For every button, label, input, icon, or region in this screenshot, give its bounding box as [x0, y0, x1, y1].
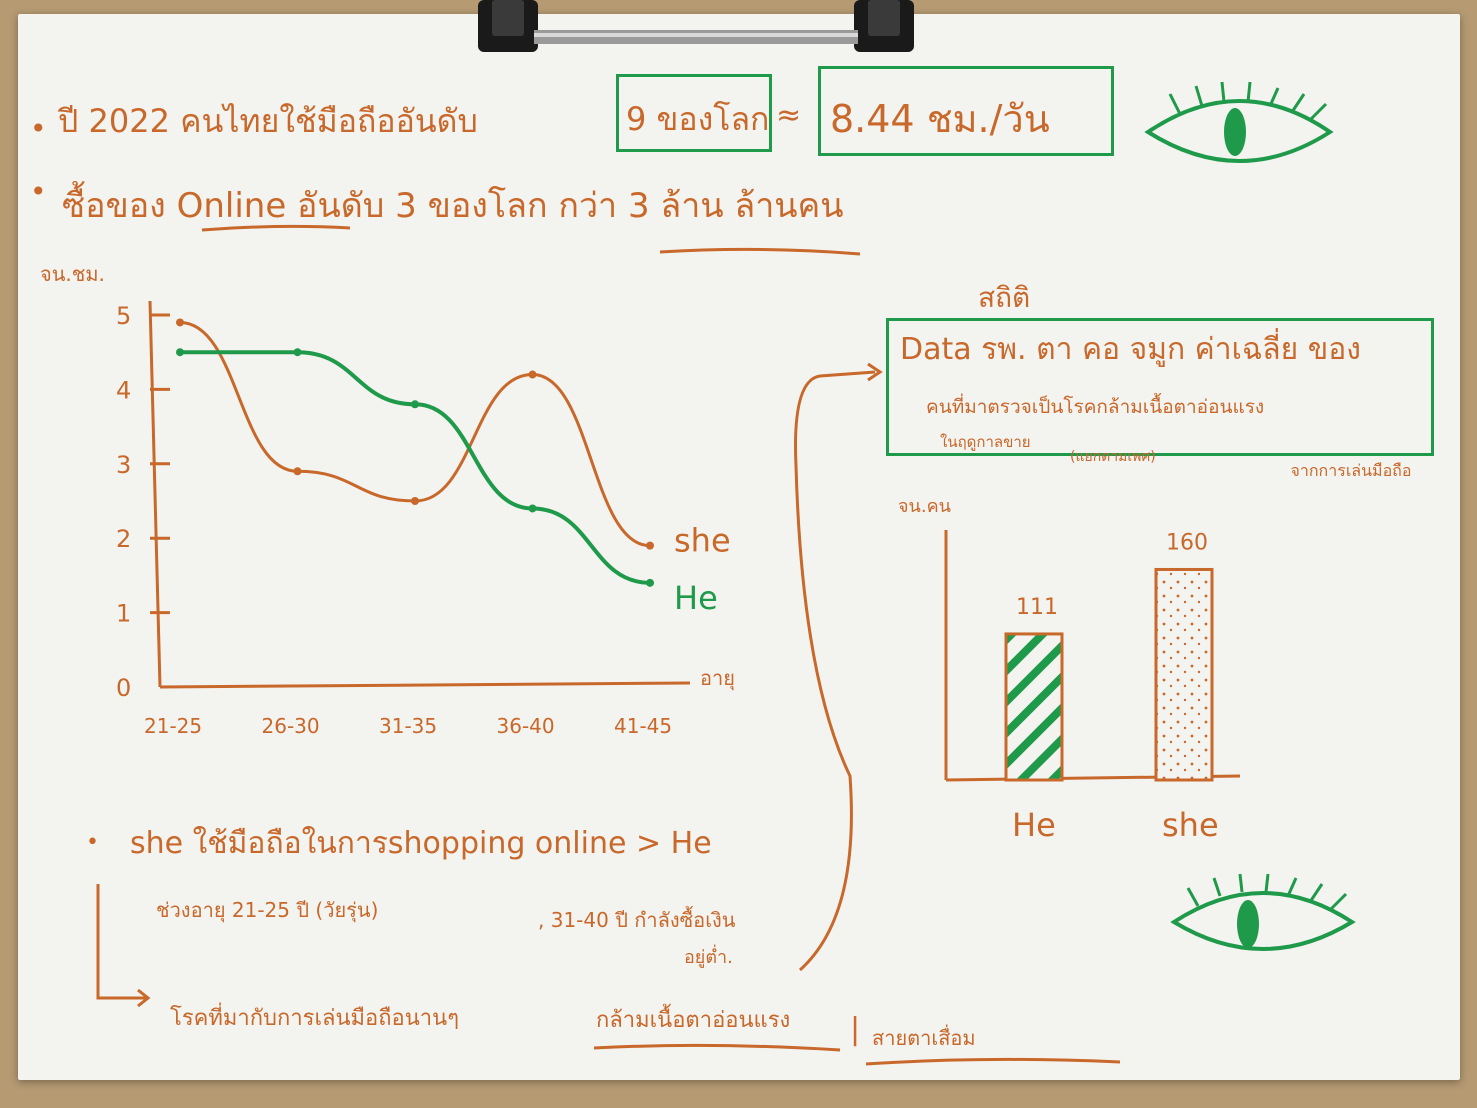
header-line2: ซื้อของ Online อันดับ 3 ของโลก กว่า 3 ล้… — [62, 186, 844, 226]
x-tick-label: 26-30 — [262, 714, 320, 738]
bullet-dot: • — [30, 175, 47, 208]
line-chart-series — [176, 318, 654, 587]
stat-box-line3: ในฤดูกาลขาย — [940, 433, 1031, 451]
stat-box-line1: Data รพ. ตา คอ จมูก ค่าเฉลี่ย ของ — [900, 332, 1361, 367]
x-tick-label: 36-40 — [497, 714, 555, 738]
stat-box — [886, 318, 1434, 456]
bullet-dot: • — [30, 112, 47, 145]
bar-category-label: she — [1162, 806, 1219, 844]
series-line-she — [179, 320, 651, 548]
x-tick-label: 41-45 — [614, 714, 672, 738]
stat-heading: สถิติ — [978, 281, 1031, 314]
series-line-He — [179, 350, 651, 585]
y-tick-label: 2 — [116, 525, 131, 553]
stat-box-line2: คนที่มาตรวจเป็นโรคกล้ามเนื้อตาอ่อนแรง — [926, 396, 1265, 418]
legend-label-she: she — [674, 522, 731, 560]
bar-He — [1004, 632, 1064, 782]
data-point-she — [528, 370, 537, 379]
data-point-she — [646, 541, 654, 550]
bottom-left-text: โรคที่มากับการเล่นมือถือนานๆ — [170, 1006, 460, 1031]
hours-box — [818, 66, 1114, 156]
data-point-He — [528, 504, 537, 513]
x-tick-label: 21-25 — [144, 714, 202, 738]
bottom-mid-text: กล้ามเนื้อตาอ่อนแรง — [596, 1008, 791, 1033]
y-axis — [148, 300, 162, 688]
eye-icon — [1170, 873, 1356, 951]
line-chart: 0 1 2 3 4 5 21-25 26-30 31-35 36-40 41-45 จน.ชม. อาย… — [40, 262, 735, 738]
bullet1-sub3: อยู่ต่ำ. — [684, 947, 733, 968]
data-point-she — [176, 318, 184, 327]
x-axis — [159, 681, 691, 689]
bar-she — [1154, 567, 1214, 782]
eye-icon — [1144, 81, 1334, 163]
y-axis-title: จน.ชม. — [40, 262, 105, 286]
bottom-underlines — [593, 1043, 1121, 1066]
divider-bar: | — [850, 1012, 861, 1047]
bar-category-label: He — [1012, 806, 1056, 844]
bullet-dot: • — [86, 830, 99, 855]
bar-y-axis-title: จน.คน — [898, 496, 951, 517]
line-chart-labels: 0 1 2 3 4 5 21-25 26-30 31-35 36-40 41-45 จน.ชม. อาย… — [40, 262, 735, 738]
bottom-right-text: สายตาเสื่อม — [872, 1026, 976, 1050]
rank-box-text: 9 ของโลก — [626, 100, 770, 138]
approx-sign: ≈ — [776, 98, 802, 133]
data-point-He — [293, 348, 302, 357]
clipboard-clip — [478, 0, 914, 52]
bullet1-text: she ใช้มือถือในการshopping online > He — [130, 826, 712, 861]
header-line1: ปี 2022 คนไทยใช้มือถืออันดับ — [58, 102, 478, 140]
bar-side-note: จากการเล่นมือถือ — [1290, 461, 1412, 480]
connector-arrow — [794, 362, 883, 972]
x-tick-label: 31-35 — [379, 714, 437, 738]
x-axis-title: อายุ — [700, 666, 735, 691]
legend-label-He: He — [674, 579, 718, 617]
y-tick-label: 1 — [116, 600, 131, 628]
bar-value-label: 160 — [1166, 530, 1208, 555]
y-tick-label: 4 — [116, 376, 131, 404]
data-point-she — [293, 467, 302, 476]
data-point-He — [646, 578, 654, 587]
stat-box-note: (แยกตามเพศ) — [1070, 449, 1156, 465]
bar-value-label: 111 — [1016, 595, 1058, 620]
bullet1-sub2: , 31-40 ปี กำลังซื้อเงิน — [538, 908, 736, 932]
bar-chart-bars — [1004, 567, 1214, 782]
underlines — [201, 224, 861, 256]
y-tick-label: 3 — [116, 451, 131, 479]
bullet1-sub1: ช่วงอายุ 21-25 ปี (วัยรุ่น) — [156, 898, 379, 922]
hours-box-text: 8.44 ชม./วัน — [830, 97, 1050, 141]
data-point-she — [411, 497, 419, 505]
line-chart-axes — [148, 300, 691, 689]
data-point-He — [411, 400, 419, 409]
sub-arrow — [96, 884, 151, 1008]
rank-box — [616, 74, 772, 152]
paper-sheet — [18, 14, 1460, 1080]
y-tick-label: 0 — [116, 674, 131, 702]
data-point-He — [176, 348, 184, 357]
y-tick-label: 5 — [116, 302, 131, 330]
